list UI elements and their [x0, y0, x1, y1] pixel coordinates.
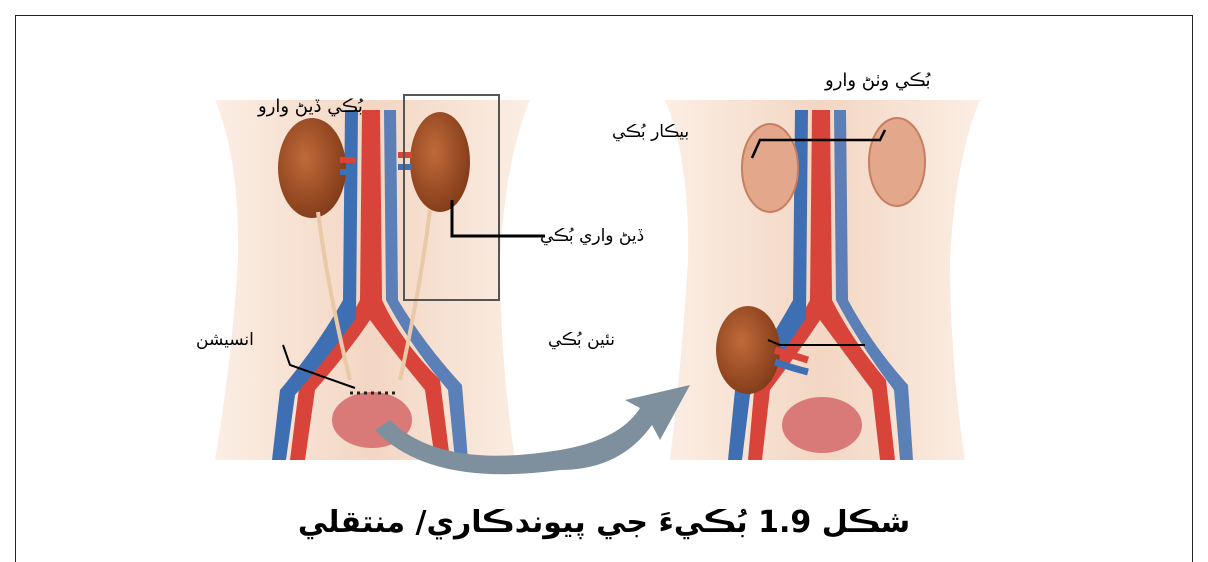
- label-new-kidney: نئين بُڪي: [548, 330, 615, 350]
- label-recipient: بُڪي وٺڻ وارو: [825, 70, 931, 91]
- recipient-figure: [665, 100, 980, 460]
- new-kidney: [716, 306, 780, 394]
- label-incision: انسيشن: [196, 330, 254, 350]
- failed-kidney-right: [869, 118, 925, 206]
- failed-kidney-left: [742, 124, 798, 212]
- figure-caption: شڪل 1.9 بُڪيءَ جي پيوندڪاري/ منتقلي: [0, 505, 1208, 540]
- label-failed-kidneys: بيڪار بُڪي: [612, 122, 689, 142]
- label-donated-kidney: ڏيڻ واري بُڪي: [540, 226, 644, 246]
- label-donor: بُڪي ڏيڻ وارو: [258, 96, 363, 117]
- donor-figure: [215, 95, 530, 460]
